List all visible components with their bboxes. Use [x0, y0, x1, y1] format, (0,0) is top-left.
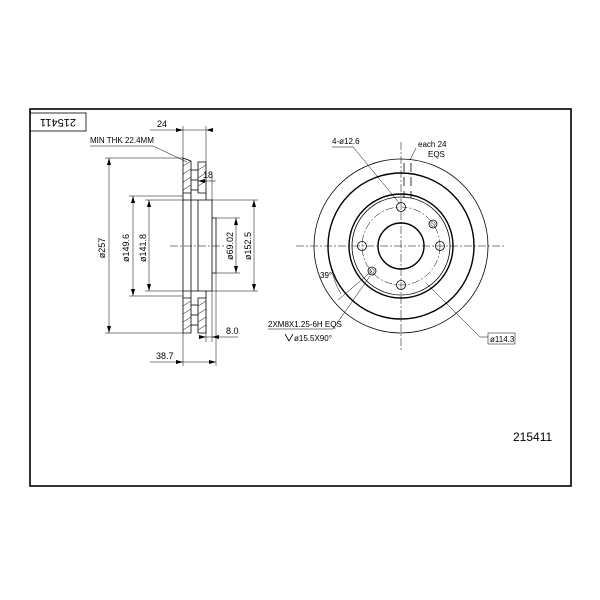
- thread-hole-sw: [367, 266, 377, 276]
- braking-surface-inner: [327, 172, 475, 320]
- dim-149-6: ø149.6: [121, 234, 131, 262]
- stud-hole-right: [435, 241, 445, 251]
- title-box-label: 215411: [40, 116, 76, 128]
- hat-inner: [351, 196, 451, 296]
- thread-hole-ne: [428, 219, 438, 229]
- stud-hole-top: [396, 202, 406, 212]
- stud-hole-bottom: [396, 280, 406, 290]
- min-thickness: MIN THK 22.4MM: [90, 136, 154, 145]
- drawing-frame: [29, 108, 572, 487]
- dim-257: ø257: [97, 238, 107, 259]
- dim-18: 18: [203, 170, 213, 180]
- dim-24: 24: [157, 119, 167, 129]
- angle-39: 39°: [320, 271, 332, 280]
- pcd-circle: [361, 206, 441, 286]
- part-number: 215411: [513, 430, 552, 444]
- dim-69-02: ø69.02: [225, 232, 235, 260]
- countersink-spec: ø15.5X90°: [294, 334, 332, 343]
- bolt-holes-callout: 4-ø12.6: [332, 137, 360, 146]
- side-view: ø257 ø149.6 ø141.8 ø69.02 ø152.5: [90, 119, 258, 366]
- hat-outer: [348, 193, 454, 299]
- dim-8-0: 8.0: [226, 326, 239, 336]
- dim-38-7: 38.7: [156, 351, 174, 361]
- title-box: [29, 112, 87, 132]
- section-bottom: [182, 297, 207, 334]
- center-bore: [377, 222, 425, 270]
- each-24-line2: EQS: [428, 150, 445, 159]
- front-view: 4-ø12.6 each 24 EQS 39° 2XM8X1.25-6H EQS…: [268, 137, 516, 352]
- thread-spec: 2XM8X1.25-6H EQS: [268, 320, 342, 329]
- dim-141-8: ø141.8: [138, 234, 148, 262]
- outer-rim: [313, 158, 489, 334]
- pcd-callout: ø114.3: [490, 335, 515, 344]
- each-24-line1: each 24: [418, 140, 447, 149]
- stud-hole-left: [357, 241, 367, 251]
- dim-152-5: ø152.5: [243, 232, 253, 260]
